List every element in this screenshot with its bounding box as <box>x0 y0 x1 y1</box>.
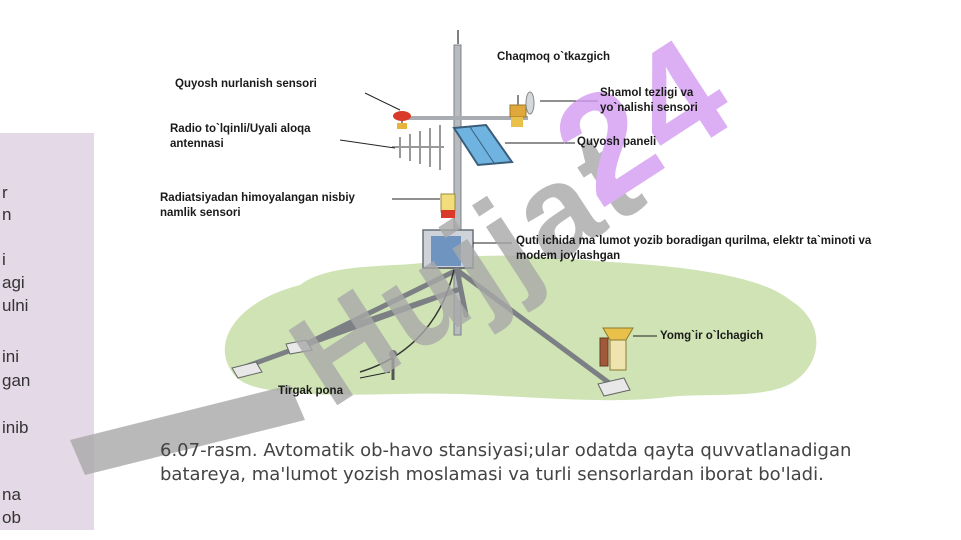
label-solar-panel: Quyosh paneli <box>577 136 657 148</box>
side-text-fragment: n <box>2 205 12 224</box>
side-text-fragment: gan <box>2 371 31 390</box>
side-text-fragment: ulni <box>2 296 29 315</box>
side-text-fragment: i <box>2 250 6 269</box>
label-wind-sensor: Shamol tezligi va yo`nalishi sensori <box>600 87 698 114</box>
solar-radiation-sensor-icon <box>393 111 411 121</box>
side-text-fragment: agi <box>2 273 25 292</box>
side-text-fragment: ini <box>2 347 20 366</box>
label-lightning-rod: Chaqmoq o`tkazgich <box>497 51 611 63</box>
label-rain-gauge: Yomg`ir o`lchagich <box>660 330 764 342</box>
label-humidity-sensor: Radiatsiyadan himoyalangan nisbiy namlik… <box>160 192 355 219</box>
figure-caption: 6.07-rasm. Avtomatik ob-havo stansiyasi;… <box>160 440 852 485</box>
side-text-fragment: r <box>2 183 8 202</box>
foot-plate <box>285 339 313 355</box>
foot-plate <box>231 361 263 379</box>
label-antenna: Radio to`lqinli/Uyali aloqa antennasi <box>170 123 311 150</box>
cable <box>359 269 455 373</box>
rain-gauge-icon <box>599 327 634 371</box>
antenna-icon <box>392 125 444 170</box>
label-data-logger: Quti ichida ma`lumot yozib boradigan qur… <box>516 235 872 262</box>
foot-plate <box>597 377 631 397</box>
side-text-panel: r n i agi ulni ini gan inib na ob <box>0 133 94 530</box>
label-stake: Tirgak pona <box>278 385 343 397</box>
side-text-fragment: ob <box>2 508 21 527</box>
wind-sensor-icon <box>509 104 527 118</box>
cross-arm <box>398 116 528 120</box>
side-text-fragment: na <box>2 485 21 504</box>
solar-panel-icon <box>452 123 514 167</box>
mast-pole <box>453 44 462 336</box>
tripod <box>239 267 615 388</box>
side-text-fragment: inib <box>2 418 29 437</box>
label-solar-radiation-sensor: Quyosh nurlanish sensori <box>175 78 317 90</box>
grass-ground <box>224 255 817 401</box>
